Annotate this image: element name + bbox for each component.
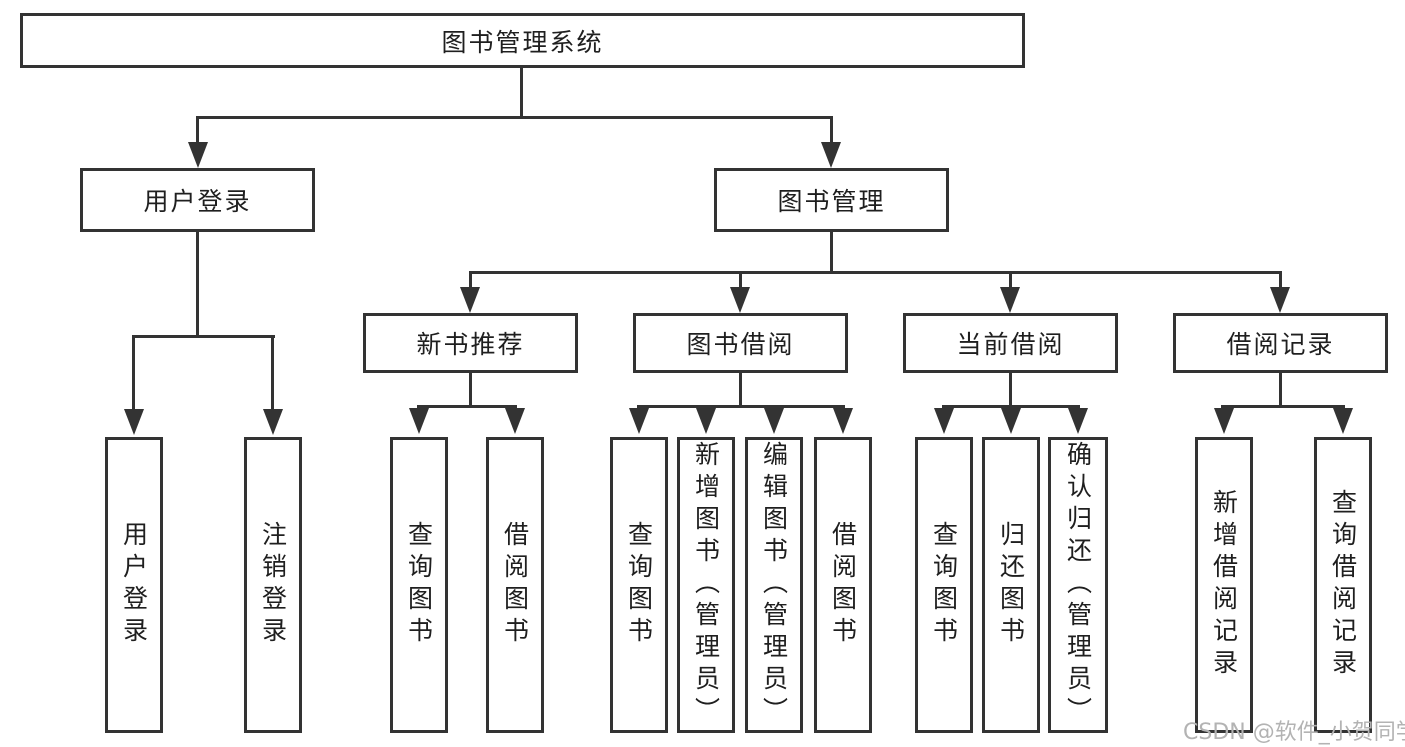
node-leaf-borrow-books-borrowing: 借阅图书	[814, 437, 872, 733]
connector-current-borrow-stem	[1009, 373, 1012, 407]
node-label: 当前借阅	[956, 330, 1065, 359]
node-user-login: 用户登录	[80, 168, 315, 232]
node-leaf-borrow-books-newbook: 借阅图书	[486, 437, 544, 733]
arrow-down-icon	[188, 142, 208, 168]
node-label: 用户登录	[119, 521, 149, 649]
arrow-down-icon	[1333, 408, 1353, 434]
connector-current-borrow-bus	[942, 405, 1080, 408]
node-label: 借阅图书	[500, 521, 530, 649]
arrow-down-icon	[821, 142, 841, 168]
node-label: 查询图书	[404, 521, 434, 649]
node-label: 查询图书	[624, 521, 654, 649]
arrow-down-icon	[696, 408, 716, 434]
node-label: 图书管理	[777, 187, 886, 216]
node-label: 借阅图书	[828, 521, 858, 649]
connector-drop-logout-leaf	[271, 335, 274, 409]
arrow-down-icon	[124, 409, 144, 435]
arrow-down-icon	[409, 408, 429, 434]
node-label: 用户登录	[143, 187, 252, 216]
node-leaf-logout: 注销登录	[244, 437, 302, 733]
node-label: 新增借阅记录	[1209, 489, 1239, 681]
connector-new-book-bus	[417, 405, 517, 408]
node-leaf-query-books-current: 查询图书	[915, 437, 973, 733]
node-leaf-confirm-return-admin: 确认归还（管理员）	[1048, 437, 1108, 733]
node-label: 归还图书	[996, 521, 1026, 649]
connector-user-login-stem	[196, 232, 199, 337]
node-library-management-system: 图书管理系统	[20, 13, 1025, 68]
connector-new-book-stem	[469, 373, 472, 407]
arrow-down-icon	[764, 408, 784, 434]
node-label: 编辑图书（管理员）	[759, 441, 789, 729]
connector-borrow-records-stem	[1279, 373, 1282, 407]
node-leaf-add-borrow-record: 新增借阅记录	[1195, 437, 1253, 733]
connector-drop-current-borrow	[1009, 271, 1012, 289]
csdn-watermark: CSDN @软件_小贺同学	[1183, 720, 1405, 745]
node-label: 确认归还（管理员）	[1063, 441, 1093, 729]
node-leaf-query-borrow-record: 查询借阅记录	[1314, 437, 1372, 733]
arrow-down-icon	[833, 408, 853, 434]
node-label: 图书借阅	[686, 330, 795, 359]
node-label: 借阅记录	[1226, 330, 1335, 359]
node-leaf-edit-books-admin: 编辑图书（管理员）	[745, 437, 803, 733]
connector-borrow-records-bus	[1221, 405, 1345, 408]
connector-drop-book-borrow	[739, 271, 742, 289]
connector-level3-bus	[469, 271, 1282, 274]
node-label: 图书管理系统	[441, 27, 604, 57]
connector-root-stem	[520, 68, 523, 118]
node-new-book-recommendation: 新书推荐	[363, 313, 578, 373]
connector-drop-borrow-records	[1279, 271, 1282, 289]
connector-drop-book-management	[830, 116, 833, 144]
node-book-borrowing: 图书借阅	[633, 313, 848, 373]
arrow-down-icon	[934, 408, 954, 434]
connector-drop-user-login	[196, 116, 199, 144]
arrow-down-icon	[1214, 408, 1234, 434]
arrow-down-icon	[730, 287, 750, 313]
arrow-down-icon	[505, 408, 525, 434]
arrow-down-icon	[263, 409, 283, 435]
node-leaf-user-login: 用户登录	[105, 437, 163, 733]
node-label: 注销登录	[258, 521, 288, 649]
node-label: 查询图书	[929, 521, 959, 649]
arrow-down-icon	[1001, 408, 1021, 434]
node-leaf-return-books: 归还图书	[982, 437, 1040, 733]
node-label: 新书推荐	[416, 330, 525, 359]
node-label: 新增图书（管理员）	[691, 441, 721, 729]
arrow-down-icon	[1068, 408, 1088, 434]
node-borrowing-records: 借阅记录	[1173, 313, 1388, 373]
connector-book-borrow-stem	[739, 373, 742, 407]
connector-user-login-bus	[132, 335, 275, 338]
node-leaf-query-books-newbook: 查询图书	[390, 437, 448, 733]
node-leaf-add-books-admin: 新增图书（管理员）	[677, 437, 735, 733]
node-leaf-query-books-borrowing: 查询图书	[610, 437, 668, 733]
connector-root-bus	[196, 116, 833, 119]
arrow-down-icon	[460, 287, 480, 313]
arrow-down-icon	[1270, 287, 1290, 313]
connector-drop-user-login-leaf	[132, 335, 135, 409]
arrow-down-icon	[629, 408, 649, 434]
connector-drop-new-book	[469, 271, 472, 289]
node-book-management: 图书管理	[714, 168, 949, 232]
node-label: 查询借阅记录	[1328, 489, 1358, 681]
connector-book-borrow-bus	[637, 405, 845, 408]
node-current-borrowing: 当前借阅	[903, 313, 1118, 373]
arrow-down-icon	[1000, 287, 1020, 313]
connector-book-management-stem	[830, 232, 833, 274]
